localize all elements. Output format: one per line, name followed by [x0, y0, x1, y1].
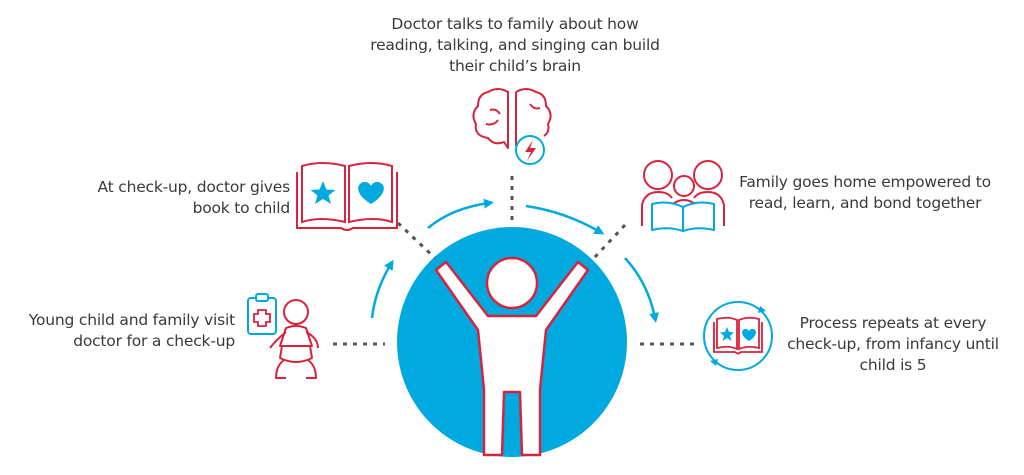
arrow-2 — [427, 198, 494, 229]
brain-icon — [472, 88, 552, 149]
arrow-1 — [370, 259, 394, 319]
step-family-home-label: Family goes home empowered to read, lear… — [739, 173, 991, 212]
step-repeat-label: Process repeats at every check-up, from … — [787, 314, 999, 374]
arrow-3 — [525, 204, 605, 235]
star-icon — [720, 327, 734, 341]
step-book-given-label: At check-up, doctor gives book to child — [97, 178, 291, 217]
baby-icon — [269, 299, 319, 379]
repeat-book-icon — [703, 301, 773, 371]
family-reading-icon — [641, 160, 725, 226]
step-visit-label: Young child and family visit doctor for … — [28, 311, 235, 350]
heart-icon — [742, 328, 756, 341]
step-doctor-talks-label: Doctor talks to family about how reading… — [370, 15, 660, 75]
flow-arrows — [370, 198, 659, 323]
connector-book — [396, 221, 437, 260]
arrow-4 — [624, 257, 659, 323]
connector-family — [592, 223, 627, 260]
dotted-connectors — [333, 176, 696, 346]
lightning-badge-icon — [515, 135, 545, 165]
clipboard-icon — [247, 293, 277, 335]
family-book-icon — [651, 201, 715, 232]
star-icon — [310, 181, 336, 204]
child-figure-icon — [434, 256, 590, 457]
open-book-icon — [296, 162, 398, 231]
heart-icon — [358, 181, 384, 204]
